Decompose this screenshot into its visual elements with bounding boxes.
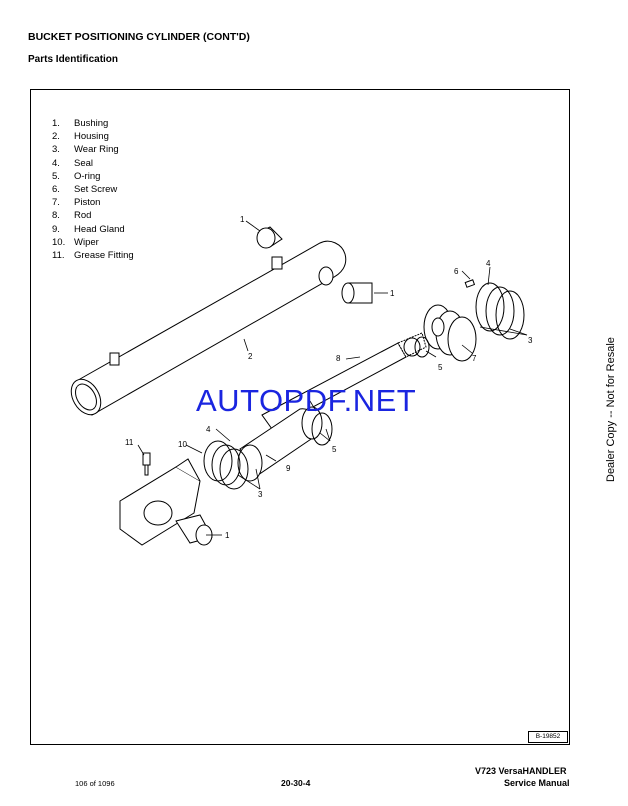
housing-fitting-bottom xyxy=(109,352,120,366)
callout-5-left: 5 xyxy=(332,445,337,454)
callout-11: 11 xyxy=(125,438,134,447)
grease-fitting xyxy=(142,452,151,476)
drawing-id: B-19852 xyxy=(528,731,568,743)
dealer-copy-note: Dealer Copy -- Not for Resale xyxy=(605,337,617,482)
part-name: Seal xyxy=(74,157,94,169)
manual-name: Service Manual xyxy=(504,778,570,788)
callout-7: 7 xyxy=(472,354,477,363)
bushing-top xyxy=(256,226,283,249)
wear-rings-right xyxy=(475,282,525,340)
part-name: O-ring xyxy=(74,170,101,182)
page-number: 20-30-4 xyxy=(281,778,311,788)
part-name: Housing xyxy=(74,131,109,143)
exploded-cylinder-diagram: 1 1 1 2 3 3 4 4 5 5 6 7 8 9 10 11 xyxy=(70,215,533,546)
housing-tube xyxy=(79,240,347,416)
parts-list-item: 11. Grease Fitting xyxy=(52,249,134,262)
callout-3-left: 3 xyxy=(258,490,263,499)
part-number: 6. xyxy=(52,184,60,196)
callout-1-right: 1 xyxy=(390,289,395,298)
part-name: Wiper xyxy=(74,236,99,248)
parts-list-item: 1. Bushing xyxy=(52,117,134,130)
o-ring-piston xyxy=(414,336,430,358)
parts-list-item: 10. Wiper xyxy=(52,236,134,249)
section-subtitle: Parts Identification xyxy=(28,54,119,65)
seals-left xyxy=(203,440,249,490)
callout-5-right: 5 xyxy=(438,363,443,372)
callout-1-bottom: 1 xyxy=(225,531,230,540)
part-number: 1. xyxy=(52,118,60,129)
part-number: 10. xyxy=(52,236,66,248)
part-number: 4. xyxy=(52,157,60,169)
page-count: 106 of 1096 xyxy=(75,779,115,788)
callout-3-right: 3 xyxy=(528,336,533,345)
callout-1-top: 1 xyxy=(240,215,245,224)
parts-list-item: 6. Set Screw xyxy=(52,183,134,196)
end-cap xyxy=(119,458,201,546)
callout-4-left: 4 xyxy=(206,425,211,434)
part-number: 8. xyxy=(52,210,60,222)
bushing-right xyxy=(341,282,373,304)
housing-fitting-top xyxy=(271,256,283,270)
part-number: 5. xyxy=(52,170,60,182)
bushing-bottom xyxy=(175,514,213,546)
part-name: Grease Fitting xyxy=(74,250,134,262)
part-name: Bushing xyxy=(74,118,109,129)
piston xyxy=(423,304,477,362)
model-name: V723 VersaHANDLER xyxy=(475,766,567,776)
part-number: 11. xyxy=(52,250,65,262)
callout-9: 9 xyxy=(286,464,291,473)
figure-frame xyxy=(30,89,570,745)
part-name: Wear Ring xyxy=(74,144,119,156)
part-number: 2. xyxy=(52,131,60,143)
set-screw xyxy=(464,279,476,288)
section-title: BUCKET POSITIONING CYLINDER (CONT'D) xyxy=(28,31,250,43)
part-number: 9. xyxy=(52,223,60,235)
watermark: AUTOPDF.NET xyxy=(196,383,417,418)
callout-4-right: 4 xyxy=(486,259,491,268)
head-gland xyxy=(237,406,333,482)
parts-list-item: 9. Head Gland xyxy=(52,223,134,236)
part-name: Head Gland xyxy=(74,223,125,235)
parts-list: 1. Bushing 2. Housing 3. Wear Ring 4. Seal 5. O-r… xyxy=(52,117,134,262)
part-name: Rod xyxy=(74,210,92,222)
part-name: Piston xyxy=(74,197,101,209)
callout-10: 10 xyxy=(178,440,187,449)
parts-list-item: 8. Rod xyxy=(52,209,134,222)
leader-lines xyxy=(137,220,528,536)
callout-8: 8 xyxy=(336,354,341,363)
parts-list-item: 4. Seal xyxy=(52,157,134,170)
housing-port-hole xyxy=(318,266,334,286)
parts-list-item: 5. O-ring xyxy=(52,170,134,183)
part-name: Set Screw xyxy=(74,184,118,196)
callout-6: 6 xyxy=(454,267,459,276)
part-number: 3. xyxy=(52,144,60,156)
parts-list-item: 2. Housing xyxy=(52,130,134,143)
callout-2: 2 xyxy=(248,352,253,361)
parts-list-item: 3. Wear Ring xyxy=(52,143,134,156)
part-number: 7. xyxy=(52,197,60,209)
parts-list-item: 7. Piston xyxy=(52,196,134,209)
